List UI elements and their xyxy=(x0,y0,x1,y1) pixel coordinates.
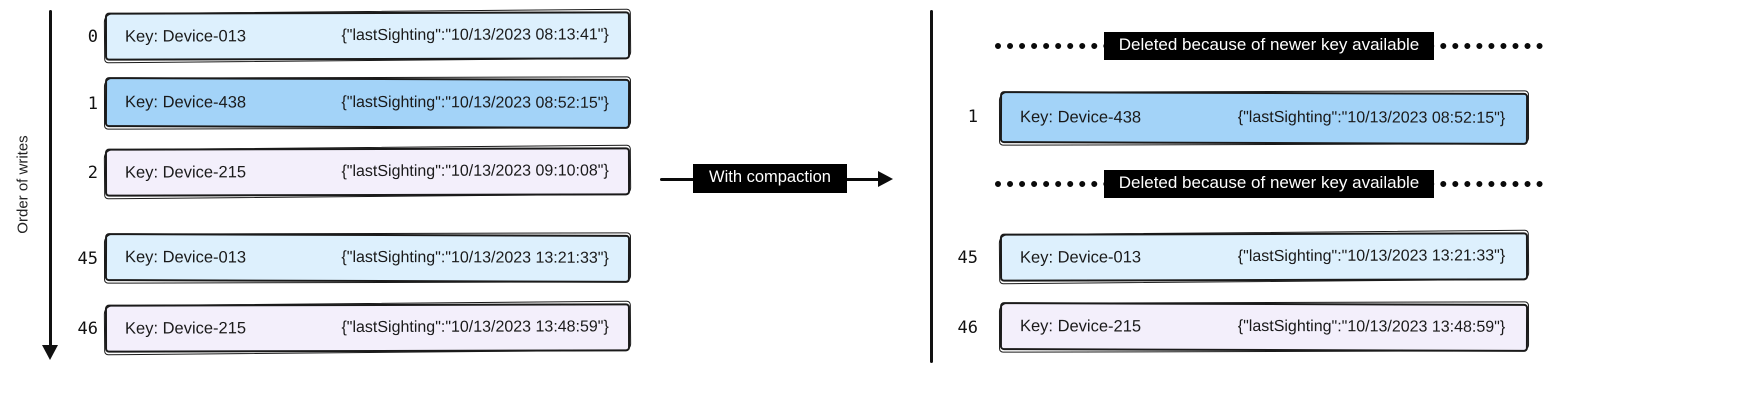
row-index: 46 xyxy=(77,319,98,339)
order-axis-line xyxy=(49,10,52,346)
record-value: {"lastSighting":"10/13/2023 13:21:33"} xyxy=(1237,247,1506,266)
record-value: {"lastSighting":"10/13/2023 08:13:41"} xyxy=(341,26,609,45)
log-record: Key: Device-438 {"lastSighting":"10/13/2… xyxy=(104,77,631,129)
record-key: Key: Device-013 xyxy=(124,247,247,267)
log-record: Key: Device-215 {"lastSighting":"10/13/2… xyxy=(999,302,1529,352)
row-index: 46 xyxy=(957,318,978,338)
record-key: Key: Device-438 xyxy=(1019,107,1142,127)
record-key: Key: Device-013 xyxy=(124,26,247,46)
row-index: 1 xyxy=(87,94,98,114)
record-value: {"lastSighting":"10/13/2023 08:52:15"} xyxy=(341,93,609,112)
deleted-row: Deleted because of newer key available xyxy=(995,170,1543,198)
log-record: Key: Device-438 {"lastSighting":"10/13/2… xyxy=(999,91,1529,145)
record-key: Key: Device-215 xyxy=(124,318,247,338)
record-value: {"lastSighting":"10/13/2023 13:48:59"} xyxy=(341,318,609,337)
deleted-badge: Deleted because of newer key available xyxy=(1103,32,1435,60)
deleted-badge: Deleted because of newer key available xyxy=(1103,170,1435,198)
record-key: Key: Device-438 xyxy=(124,92,247,112)
order-of-writes-label: Order of writes xyxy=(14,135,32,234)
with-compaction-label: With compaction xyxy=(693,164,847,193)
compacted-log-axis-line xyxy=(930,10,933,363)
record-value: {"lastSighting":"10/13/2023 08:52:15"} xyxy=(1237,108,1506,127)
record-value: {"lastSighting":"10/13/2023 09:10:08"} xyxy=(341,162,609,181)
log-record: Key: Device-013 {"lastSighting":"10/13/2… xyxy=(999,232,1529,282)
row-index: 1 xyxy=(967,107,978,127)
record-key: Key: Device-013 xyxy=(1019,247,1142,267)
log-record: Key: Device-013 {"lastSighting":"10/13/2… xyxy=(104,11,631,61)
record-key: Key: Device-215 xyxy=(124,162,247,182)
log-record: Key: Device-013 {"lastSighting":"10/13/2… xyxy=(104,233,631,283)
row-index: 2 xyxy=(87,163,98,183)
record-value: {"lastSighting":"10/13/2023 13:48:59"} xyxy=(1237,317,1506,336)
deleted-row: Deleted because of newer key available xyxy=(995,32,1543,60)
log-record: Key: Device-215 {"lastSighting":"10/13/2… xyxy=(104,147,631,197)
record-value: {"lastSighting":"10/13/2023 13:21:33"} xyxy=(341,248,609,267)
right-arrowhead-icon xyxy=(878,171,893,187)
down-arrowhead-icon xyxy=(42,345,58,360)
row-index: 45 xyxy=(77,249,98,269)
row-index: 45 xyxy=(957,248,978,268)
row-index: 0 xyxy=(87,27,98,47)
log-record: Key: Device-215 {"lastSighting":"10/13/2… xyxy=(104,303,631,353)
record-key: Key: Device-215 xyxy=(1019,316,1142,336)
